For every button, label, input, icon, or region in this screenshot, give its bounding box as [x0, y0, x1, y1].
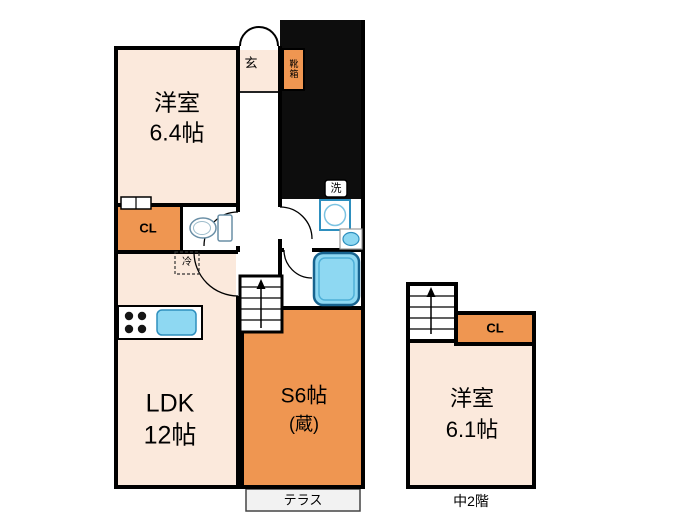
kitchen-sink-icon [156, 309, 197, 336]
bedroom-mezz-room [410, 343, 532, 485]
laundry-badge [324, 179, 348, 198]
void-area [280, 20, 361, 199]
bedroom-upper-name-label: 洋室 [154, 89, 200, 116]
wall-bedroom-bottom [114, 203, 238, 207]
hallway [240, 92, 278, 276]
closet-mezz-label: CL [486, 320, 504, 336]
shoe-cabinet-label: 靴箱 [288, 59, 299, 79]
wall-wash-bath-b [312, 248, 361, 252]
stairs-mezz-arrow-icon [426, 287, 436, 334]
refrigerator-label: 冷 [182, 257, 192, 268]
ldk-size-label: 12帖 [143, 421, 197, 450]
wall-mezz-right [532, 311, 536, 489]
ldk-door-arc [193, 251, 239, 297]
toilet-icon [189, 214, 233, 242]
wall-ldk-storage [236, 296, 244, 489]
ldk-room [118, 254, 236, 485]
terrace-label: テラス [283, 492, 323, 508]
washbasin-icon [339, 228, 363, 250]
wall-stub [236, 246, 240, 252]
wall-mezz-cl-top [458, 311, 536, 315]
washing-machine-icon [319, 199, 351, 231]
bedroom-upper-room [118, 50, 236, 203]
storage-note-label: (蔵) [289, 414, 319, 434]
wall-hall-right-b [278, 239, 282, 252]
wall-bottom-main [114, 485, 365, 489]
wall-genkan-right [278, 46, 282, 92]
wall-mezz-left [406, 282, 410, 489]
wall-wash-bath-a [278, 248, 284, 252]
storage-name-label: S6帖 [280, 384, 328, 408]
ldk-name-label: LDK [145, 389, 195, 418]
closet-folding-door-icon [120, 196, 152, 210]
entrance-hall [240, 50, 278, 92]
stairs-mezzanine [410, 287, 454, 334]
wall-right-outer [361, 20, 365, 489]
wall-mezz-stairs-top [406, 282, 458, 286]
entrance-door-arc [239, 26, 279, 47]
wall-storage-top [244, 306, 361, 310]
wall-mezz-stairs-bottom [406, 339, 454, 343]
wall-mezz-cl-bottom [458, 342, 532, 346]
closet-mezz [458, 315, 532, 342]
refrigerator-box [174, 251, 200, 275]
wall-cl-toilet [180, 205, 183, 250]
stairs-main-arrow-icon [256, 279, 266, 328]
wall-left-outer [114, 46, 118, 489]
closet-upper-label: CL [139, 220, 157, 236]
wall-mezz-divider [454, 282, 458, 346]
bedroom-mezz-size-label: 6.1帖 [445, 417, 499, 442]
bedroom-mezz-name-label: 洋室 [449, 386, 495, 411]
laundry-label: 洗 [330, 182, 342, 195]
mezzanine-caption: 中2階 [453, 493, 489, 509]
washroom-door-arc [279, 206, 313, 240]
walls [114, 20, 536, 489]
stove-icon [124, 311, 147, 334]
wall-hall-left [236, 46, 240, 212]
kitchen-counter [117, 305, 203, 340]
entrance-label: 玄 [244, 55, 258, 71]
stairs-main [238, 274, 284, 334]
bedroom-upper-size-label: 6.4帖 [149, 119, 205, 146]
shoe-cabinet-box [282, 48, 305, 91]
bathtub-icon [312, 251, 361, 307]
wall-mezz-bottom [406, 485, 536, 489]
closet-upper [118, 207, 180, 250]
wall-top [114, 46, 238, 50]
bathroom-door-arc [283, 249, 313, 279]
storage-room [244, 310, 361, 485]
wall-hall-right-a [278, 92, 282, 207]
